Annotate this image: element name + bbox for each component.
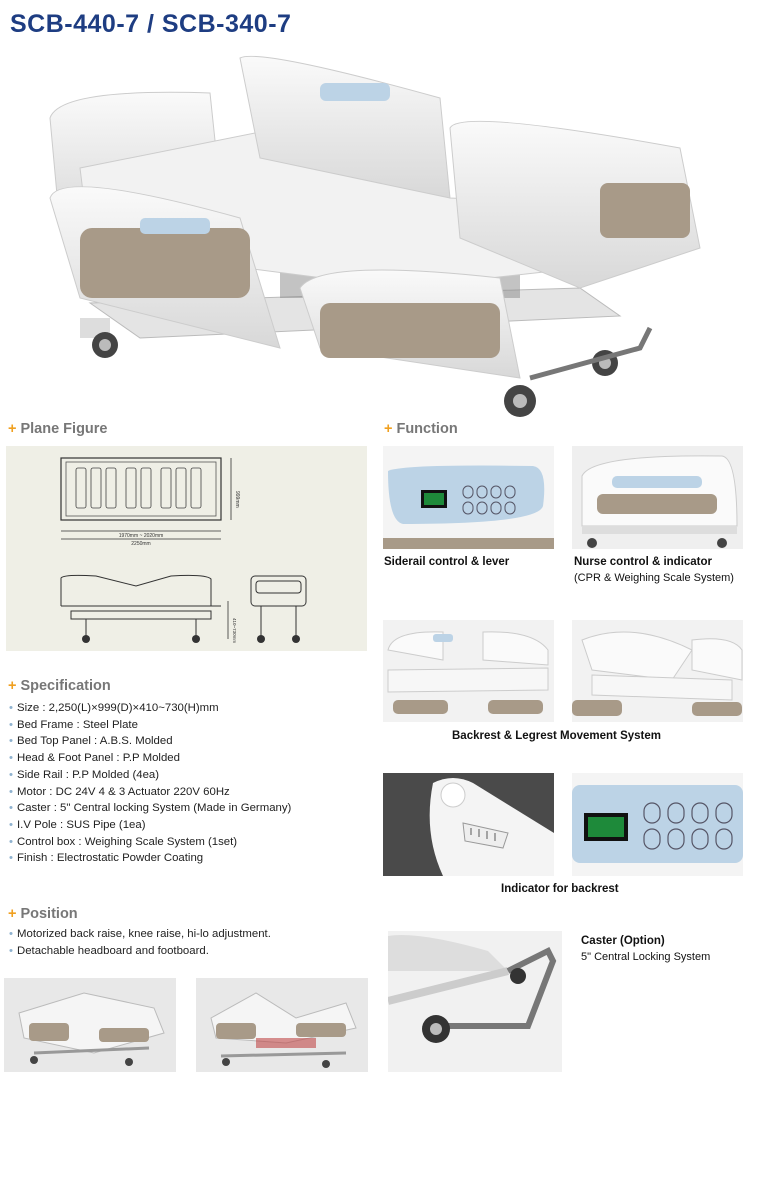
nurse-control-image (572, 446, 743, 549)
caster-caption-title: Caster (Option) (581, 935, 665, 947)
spec-item: Size : 2,250(L)×999(D)×410~730(H)mm (9, 700, 291, 717)
position-item: Detachable headboard and footboard. (9, 943, 271, 960)
indicator-caption: Indicator for backrest (501, 883, 619, 895)
backrest-indicator-image (383, 773, 554, 876)
main-bed-image (20, 48, 710, 423)
spec-item: Bed Top Panel : A.B.S. Molded (9, 733, 291, 750)
backrest-legrest-caption: Backrest & Legrest Movement System (452, 730, 661, 742)
spec-item: I.V Pole : SUS Pipe (1ea) (9, 817, 291, 834)
siderail-control-image (383, 446, 554, 549)
spec-item: Control box : Weighing Scale System (1se… (9, 834, 291, 851)
spec-item: Caster : 5" Central locking System (Made… (9, 800, 291, 817)
plane-figure-heading: +Plane Figure (8, 421, 108, 437)
backrest-movement-image-1 (383, 620, 554, 722)
function-heading: +Function (384, 421, 458, 437)
position-list: Motorized back raise, knee raise, hi-lo … (9, 926, 271, 959)
dim-total-label: 2250mm (131, 541, 150, 547)
nurse-caption-sub: (CPR & Weighing Scale System) (574, 572, 734, 584)
nurse-caption-title: Nurse control & indicator (574, 556, 713, 568)
caster-caption-sub: 5" Central Locking System (581, 951, 711, 963)
dim-height-label: 410~730mm (232, 618, 237, 643)
siderail-caption: Siderail control & lever (384, 556, 510, 568)
specification-heading: +Specification (8, 678, 111, 694)
plus-icon: + (8, 678, 17, 694)
control-panel-image (572, 773, 743, 876)
plus-icon: + (8, 906, 17, 922)
dim-length-label: 1970mm ~ 2020mm (119, 533, 164, 539)
spec-item: Bed Frame : Steel Plate (9, 717, 291, 734)
position-image-flat (4, 978, 176, 1072)
plus-icon: + (384, 421, 393, 437)
plus-icon: + (8, 421, 17, 437)
position-heading: +Position (8, 906, 78, 922)
plane-figure-drawing: 1970mm ~ 2020mm 2250mm 999mm 410~730mm (6, 446, 367, 651)
page-title: SCB-440-7 / SCB-340-7 (10, 10, 292, 38)
backrest-movement-image-2 (572, 620, 743, 722)
spec-item: Side Rail : P.P Molded (4ea) (9, 767, 291, 784)
specification-list: Size : 2,250(L)×999(D)×410~730(H)mm Bed … (9, 700, 291, 867)
position-item: Motorized back raise, knee raise, hi-lo … (9, 926, 271, 943)
spec-item: Motor : DC 24V 4 & 3 Actuator 220V 60Hz (9, 784, 291, 801)
spec-item: Head & Foot Panel : P.P Molded (9, 750, 291, 767)
caster-image (388, 931, 562, 1072)
dim-width-label: 999mm (234, 491, 240, 508)
position-image-raised (196, 978, 368, 1072)
spec-item: Finish : Electrostatic Powder Coating (9, 850, 291, 867)
